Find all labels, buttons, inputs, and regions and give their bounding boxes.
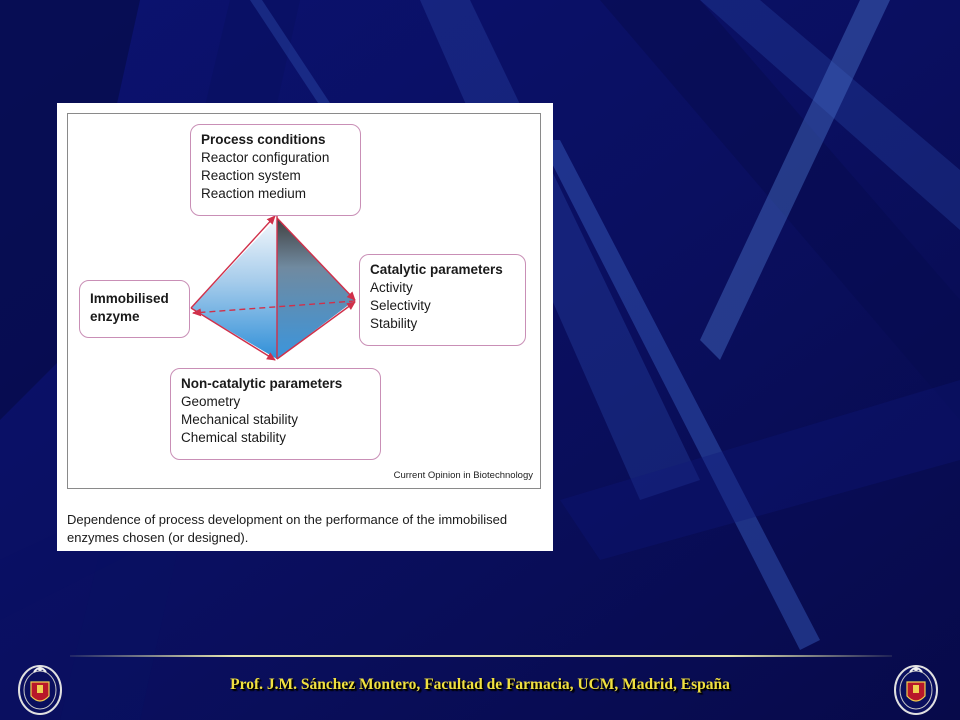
catalytic-item: Stability <box>370 316 418 331</box>
catalytic-parameters-title: Catalytic parameters <box>370 262 503 277</box>
university-seal-icon <box>18 665 62 715</box>
university-seal-icon <box>894 665 938 715</box>
footer-divider <box>70 655 892 657</box>
non-catalytic-item: Geometry <box>181 394 241 409</box>
catalytic-item: Selectivity <box>370 298 431 313</box>
catalytic-parameters-box: Catalytic parameters Activity Selectivit… <box>359 254 526 346</box>
process-item: Reaction medium <box>201 186 307 201</box>
arrow-top-to-right <box>276 217 356 301</box>
tetrahedron-left-face <box>191 218 277 359</box>
non-catalytic-parameters-title: Non-catalytic parameters <box>181 376 343 391</box>
non-catalytic-item: Mechanical stability <box>181 412 299 427</box>
process-item: Reaction system <box>201 168 301 183</box>
non-catalytic-item: Chemical stability <box>181 430 287 445</box>
process-conditions-title: Process conditions <box>201 132 326 147</box>
arrow-center-to-right <box>276 301 356 360</box>
catalytic-item: Activity <box>370 280 413 295</box>
tetrahedron-diagram <box>190 193 356 361</box>
process-item: Reactor configuration <box>201 150 330 165</box>
tetrahedron-right-face <box>277 218 355 359</box>
immobilised-title-line1: Immobilised <box>90 291 169 306</box>
figure-panel: Process conditions Reactor configuration… <box>57 103 553 551</box>
non-catalytic-parameters-box: Non-catalytic parameters Geometry Mechan… <box>170 368 381 460</box>
arrow-left-to-bottom <box>190 307 276 361</box>
immobilised-enzyme-box: Immobilised enzyme <box>79 280 190 338</box>
process-conditions-box: Process conditions Reactor configuration… <box>190 124 361 216</box>
figure-caption: Dependence of process development on the… <box>67 512 508 545</box>
figure-source: Current Opinion in Biotechnology <box>393 470 533 481</box>
immobilised-title-line2: enzyme <box>90 309 140 324</box>
arrow-right-to-left-dashed <box>192 300 356 317</box>
arrow-left-to-top <box>190 215 276 309</box>
figure-frame <box>67 113 541 489</box>
footer-credit: Prof. J.M. Sánchez Montero, Facultad de … <box>230 676 730 693</box>
